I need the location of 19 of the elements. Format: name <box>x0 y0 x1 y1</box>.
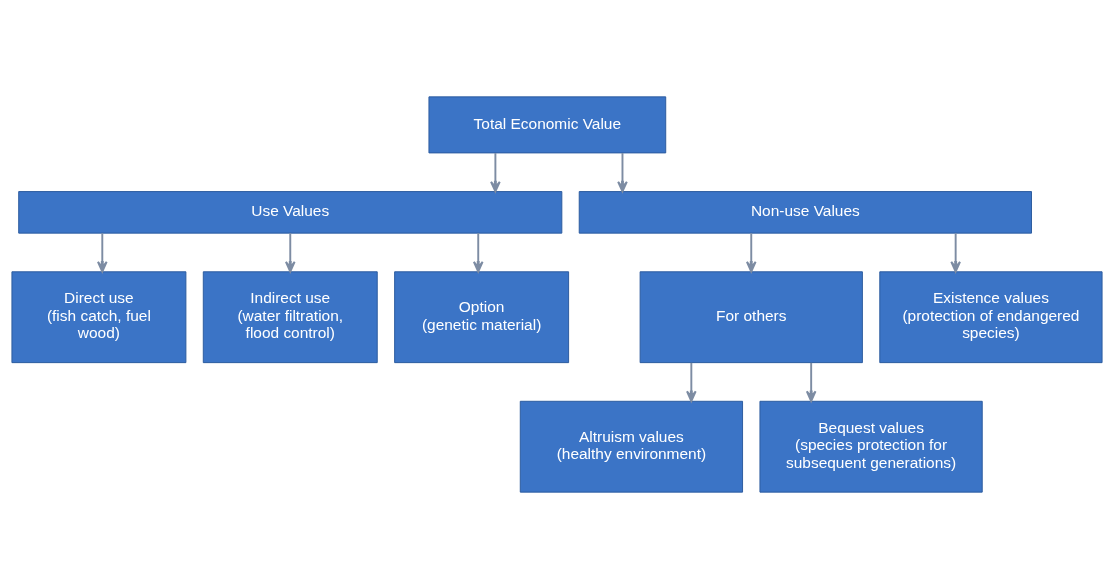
node-box: Existence values (protection of endangered species) <box>879 270 1103 363</box>
node-box: Option (genetic material) <box>394 270 570 363</box>
node-box: Use Values <box>18 190 563 234</box>
arrow <box>97 231 108 273</box>
node-box: Indirect use (water filtration, flood control) <box>202 270 378 363</box>
arrow <box>805 361 817 402</box>
node-box: Direct use (fish catch, fuel wood) <box>11 270 187 363</box>
node-box: Bequest values (species protection for subsequent generations) <box>759 400 983 493</box>
arrow <box>284 231 296 273</box>
node-box: Non-use Values <box>578 190 1032 234</box>
arrow <box>745 231 757 273</box>
arrow <box>617 151 628 192</box>
node-box: Total Economic Value <box>428 95 667 153</box>
arrow <box>472 231 484 273</box>
node-box: Altruism values (healthy environment) <box>519 400 744 493</box>
node-box: For others <box>639 270 863 363</box>
arrow <box>490 151 501 192</box>
arrow <box>950 231 961 273</box>
arrow <box>686 361 697 402</box>
